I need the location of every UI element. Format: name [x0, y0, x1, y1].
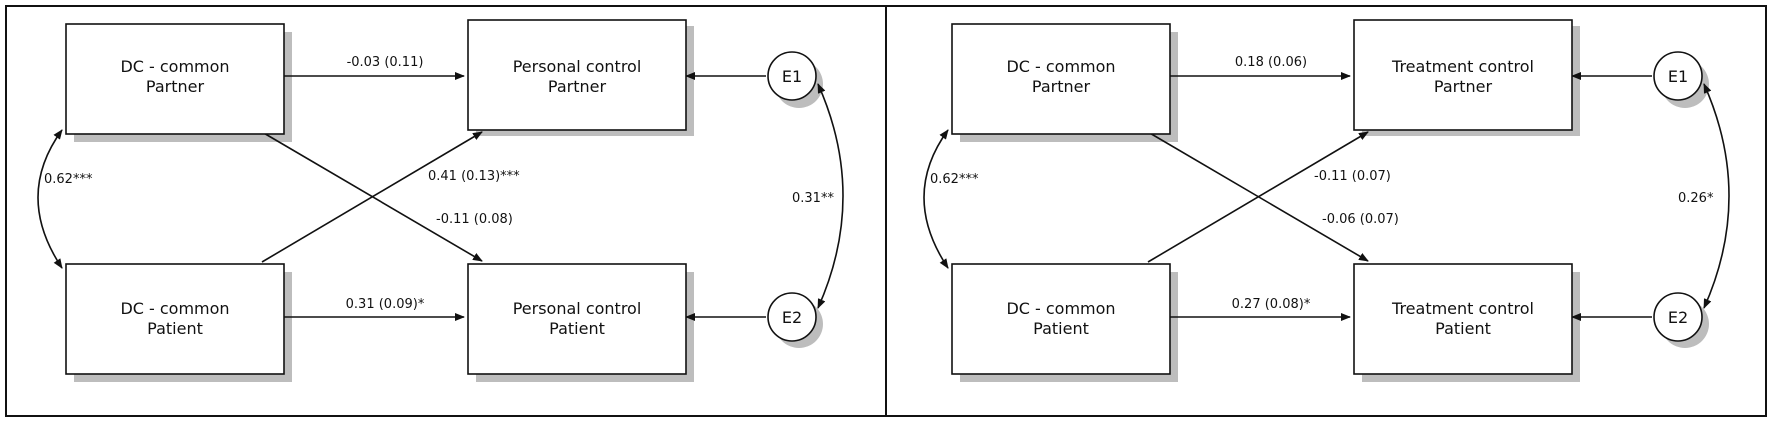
node-outcome-patient — [467, 263, 687, 375]
edge-label-patient-to-partner: 0.41 (0.13)*** — [428, 169, 520, 184]
node-error-e1-label: E1 — [1668, 67, 1688, 86]
node-error-e2-label: E2 — [1668, 308, 1688, 327]
edge-label-partner-to-patient: -0.06 (0.07) — [1322, 212, 1399, 227]
node-dc-partner-line2: Partner — [146, 77, 205, 96]
covariance-errors — [817, 83, 844, 309]
edge-label-dc-covariance: 0.62*** — [44, 172, 93, 187]
edge-label-dc-covariance: 0.62*** — [930, 172, 979, 187]
node-outcome-partner-line1: Personal control — [513, 57, 642, 76]
node-dc-partner — [65, 23, 285, 135]
covariance-errors — [1703, 83, 1730, 309]
node-error-e1 — [1653, 51, 1703, 101]
node-dc-partner-line1: DC - common — [1006, 57, 1115, 76]
path-patient-to-partner — [1147, 131, 1369, 263]
node-dc-patient-line1: DC - common — [120, 299, 229, 318]
node-dc-patient-line2: Patient — [147, 319, 203, 338]
edge-label-error-covariance: 0.26* — [1678, 191, 1714, 206]
panel-personal-control: DC - common Partner DC - common Patient … — [0, 6, 884, 416]
panel-treatment-control: DC - common Partner DC - common Patient … — [886, 6, 1770, 416]
node-outcome-patient-line1: Treatment control — [1391, 299, 1534, 318]
node-dc-partner-line1: DC - common — [120, 57, 229, 76]
node-outcome-patient-line2: Patient — [549, 319, 605, 338]
node-dc-partner-line2: Partner — [1032, 77, 1091, 96]
edge-label-partner-to-patient: -0.11 (0.08) — [436, 212, 513, 227]
node-error-e1-label: E1 — [782, 67, 802, 86]
node-error-e2-label: E2 — [782, 308, 802, 327]
edge-label-patient-to-patient: 0.27 (0.08)* — [1232, 297, 1311, 312]
node-error-e1 — [767, 51, 817, 101]
covariance-dc — [37, 129, 63, 269]
edge-label-partner-to-partner: -0.03 (0.11) — [347, 55, 424, 70]
path-patient-to-partner — [261, 131, 483, 263]
node-dc-patient — [65, 263, 285, 375]
node-dc-partner — [951, 23, 1171, 135]
path-diagram: DC - common Partner DC - common Patient … — [923, 19, 1730, 382]
node-dc-patient-line1: DC - common — [1006, 299, 1115, 318]
path-diagram: DC - common Partner DC - common Patient … — [37, 19, 844, 382]
node-outcome-partner — [1353, 19, 1573, 131]
covariance-dc — [923, 129, 949, 269]
node-outcome-partner-line2: Partner — [1434, 77, 1493, 96]
node-outcome-partner — [467, 19, 687, 131]
edge-label-patient-to-patient: 0.31 (0.09)* — [346, 297, 425, 312]
node-dc-patient-line2: Patient — [1033, 319, 1089, 338]
node-dc-patient — [951, 263, 1171, 375]
node-outcome-partner-line1: Treatment control — [1391, 57, 1534, 76]
node-outcome-patient-line1: Personal control — [513, 299, 642, 318]
edge-label-partner-to-partner: 0.18 (0.06) — [1235, 55, 1307, 70]
node-error-e2 — [1653, 292, 1703, 342]
node-error-e2 — [767, 292, 817, 342]
node-outcome-patient — [1353, 263, 1573, 375]
node-outcome-partner-line2: Partner — [548, 77, 607, 96]
node-outcome-patient-line2: Patient — [1435, 319, 1491, 338]
edge-label-error-covariance: 0.31** — [792, 191, 834, 206]
edge-label-patient-to-partner: -0.11 (0.07) — [1314, 169, 1391, 184]
